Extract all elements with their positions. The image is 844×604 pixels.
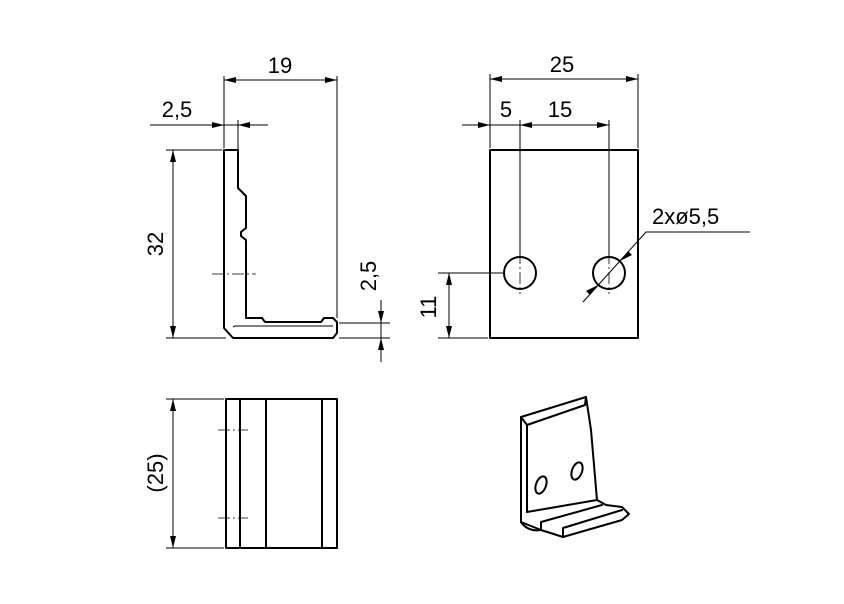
side-view: 19 2,5 32 2,5: [143, 53, 390, 362]
dim-2-5-base-label: 2,5: [356, 261, 381, 292]
iso-view: [520, 396, 630, 538]
dim-25-ref-label: (25): [143, 453, 168, 492]
bottom-view-outline: [225, 398, 338, 549]
iso-back-plate-left-edge: [520, 416, 528, 523]
iso-hole-right: [570, 461, 584, 481]
dim-2-5-thickness-label: 2,5: [162, 97, 193, 122]
dim-hole-positions: 5 15: [462, 97, 610, 256]
bottom-view: (25): [143, 398, 338, 549]
side-view-profile: [223, 149, 338, 339]
dim-11-label: 11: [416, 296, 441, 319]
dim-19: 19: [223, 53, 338, 318]
dim-25-ref: (25): [143, 398, 224, 549]
bottom-view-hole-lines: [218, 429, 248, 519]
bottom-view-edges: [239, 398, 323, 549]
dim-32: 32: [143, 149, 226, 339]
hole-callout-label: 2xø5,5: [652, 204, 719, 229]
dim-19-label: 19: [268, 53, 292, 78]
dim-5-label: 5: [500, 97, 512, 122]
iso-front-plate-lip: [540, 504, 623, 538]
dim-25: 25: [489, 52, 639, 148]
iso-front-plate: [520, 499, 630, 538]
dim-2-5-base: 2,5: [339, 261, 390, 362]
side-view-inner-line: [232, 325, 333, 328]
front-view-plate: [489, 149, 639, 339]
dim-11: 11: [416, 272, 504, 339]
front-view: 25 5 15 2xø5,5 11: [416, 52, 750, 339]
iso-back-plate: [520, 396, 598, 501]
dim-2-5-thickness: 2,5: [150, 97, 268, 150]
iso-back-plate-thickness: [520, 396, 587, 426]
dim-32-label: 32: [143, 232, 168, 256]
iso-bottom-curve: [520, 521, 542, 532]
dim-15-label: 15: [548, 97, 572, 122]
hole-callout: 2xø5,5: [582, 204, 750, 303]
dim-25-label: 25: [550, 52, 574, 77]
iso-hole-left: [534, 475, 548, 495]
